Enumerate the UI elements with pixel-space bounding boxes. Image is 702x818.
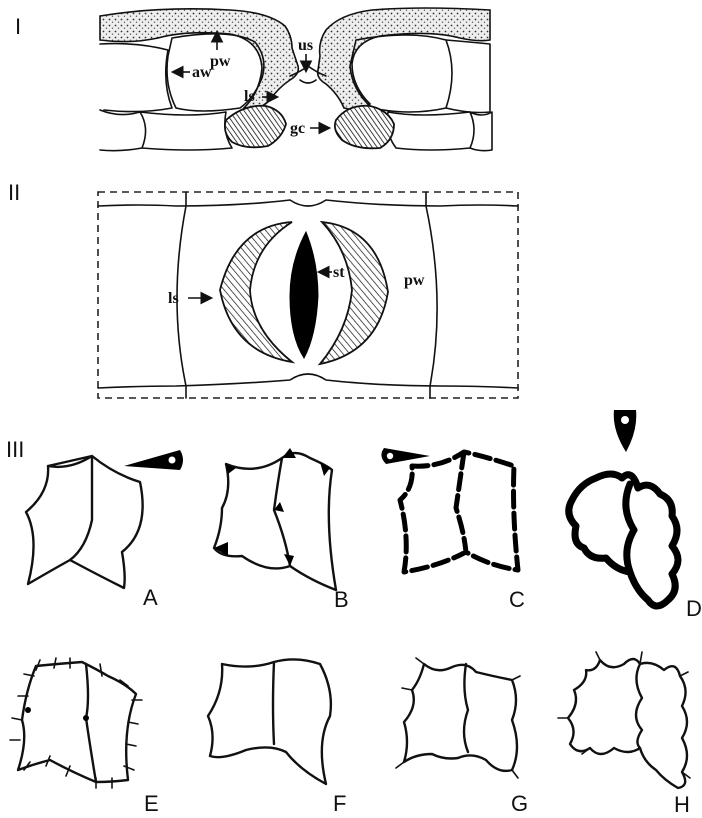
label-aw: aw xyxy=(192,64,212,81)
letter-e: E xyxy=(144,791,159,816)
outer-wall-right xyxy=(318,8,490,109)
cell-wall-top xyxy=(98,200,518,206)
cell-type-b xyxy=(214,448,336,590)
label-us: us xyxy=(298,37,313,54)
cell-type-a xyxy=(26,450,183,588)
cell-type-d xyxy=(569,410,678,606)
label-gc: gc xyxy=(290,120,305,137)
letter-d: D xyxy=(686,596,702,621)
cell-type-h xyxy=(558,652,690,788)
label-ls: ls xyxy=(244,88,255,105)
letter-a: A xyxy=(143,585,158,610)
epidermal-cell-right xyxy=(350,35,452,112)
label-st: st xyxy=(333,264,345,281)
panel-1: I pw aw us ls gc xyxy=(15,8,492,151)
panel-2: II ls st pw xyxy=(8,180,518,398)
outer-wall-left xyxy=(100,9,298,109)
epidermal-cell-left-far xyxy=(100,44,172,112)
cell-wall-bottom xyxy=(98,374,518,388)
cell-type-c xyxy=(381,448,518,572)
letter-c: C xyxy=(509,587,525,612)
guard-cell-right xyxy=(335,106,394,149)
letter-b: B xyxy=(334,587,349,612)
cell-type-g xyxy=(396,658,520,778)
panel-1-label: I xyxy=(15,14,21,39)
label-pw: pw xyxy=(210,53,231,70)
label-pw-surface: pw xyxy=(404,272,425,289)
cell-type-f xyxy=(208,659,331,784)
letter-h: H xyxy=(674,792,690,817)
cell-type-e xyxy=(10,658,142,788)
panel-3-label: III xyxy=(6,437,24,462)
letter-g: G xyxy=(511,791,528,816)
cell-wall-right xyxy=(426,192,437,398)
letter-f: F xyxy=(333,791,346,816)
guard-cell-left xyxy=(225,106,286,148)
label-ls-surface: ls xyxy=(168,290,179,307)
panel-2-label: II xyxy=(8,180,20,205)
panel-3: III A B C D xyxy=(6,410,702,817)
